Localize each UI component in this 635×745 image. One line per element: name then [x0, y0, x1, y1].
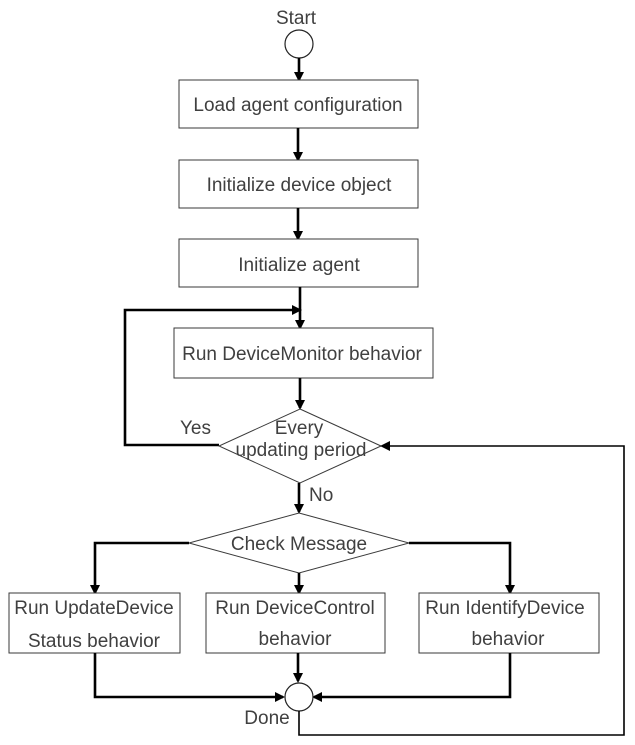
yes-label: Yes: [180, 418, 211, 439]
start-node: [284, 29, 314, 59]
edge-done-return-loop: [298, 441, 625, 736]
branch-device-control: [205, 592, 386, 654]
branch-identify-device-line2: behavior: [472, 629, 546, 650]
branch-identify-device: [418, 592, 600, 654]
step-device-monitor: [173, 327, 434, 379]
edge-yes-loop: [123, 305, 302, 447]
no-label: No: [309, 485, 333, 506]
edge-update-status-to-done: [93, 653, 285, 702]
step-init-device-label: Initialize device object: [207, 175, 393, 196]
edge-check-to-update-status: [90, 541, 189, 595]
branch-identify-device-line1: Run IdentifyDevice: [425, 598, 584, 619]
step-load-config-label: Load agent configuration: [193, 95, 402, 116]
branch-update-status: [8, 592, 181, 654]
edge-check-to-identify-device: [409, 541, 515, 595]
step-device-monitor-label: Run DeviceMonitor behavior: [182, 344, 422, 365]
decision-updating-period-line2: updating period: [236, 440, 367, 461]
branch-update-status-line1: Run UpdateDevice: [14, 598, 173, 619]
decision-updating-period-line1: Every: [275, 418, 324, 439]
done-node: [284, 682, 314, 712]
branch-device-control-line1: Run DeviceControl: [215, 598, 374, 619]
step-init-agent-label: Initialize agent: [238, 255, 360, 276]
branch-update-status-line2: Status behavior: [28, 631, 161, 652]
step-init-device: [178, 159, 419, 209]
edge-identify-device-to-done: [312, 653, 512, 702]
start-label: Start: [276, 8, 317, 29]
decision-check-message-label: Check Message: [231, 534, 367, 555]
done-label: Done: [244, 708, 289, 729]
branch-device-control-line2: behavior: [259, 629, 333, 650]
step-init-agent: [178, 238, 419, 288]
